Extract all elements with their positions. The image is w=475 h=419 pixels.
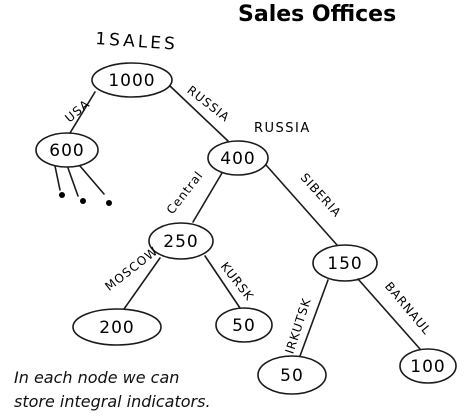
node-value-root: 1000 — [108, 71, 155, 91]
trailing-line — [54, 165, 61, 191]
ellipsis-dot — [59, 192, 65, 198]
ellipsis-dot — [106, 200, 112, 206]
node-barnaul — [399, 348, 457, 384]
side-label-russia: RUSSIA — [254, 121, 311, 136]
node-moscow — [72, 308, 162, 346]
edge-label-kursk: KURSK — [218, 259, 257, 303]
edge-siberia-irkutsk — [299, 279, 329, 357]
node-value-russia: 400 — [220, 149, 255, 169]
node-root — [91, 62, 173, 98]
node-usa — [35, 132, 99, 168]
edge-label-barnaul: BARNAUL — [382, 279, 434, 337]
caption: In each node we can store integral indic… — [14, 366, 314, 414]
node-value-barnaul: 100 — [410, 357, 445, 377]
node-value-central: 250 — [163, 232, 198, 252]
trailing-line — [79, 165, 105, 195]
edge-central-moscow — [123, 257, 161, 310]
edge-label-siberia: SIBERIA — [298, 171, 345, 221]
node-value-irkutsk: 50 — [280, 366, 304, 386]
edge-label-irkutsk: IRKUTSK — [283, 296, 314, 356]
root-label: 1SALES — [95, 29, 179, 55]
node-kursk — [215, 307, 273, 343]
node-russia — [207, 140, 269, 176]
node-value-moscow: 200 — [99, 318, 134, 338]
trailing-line — [67, 167, 79, 197]
edge-root-usa — [69, 91, 96, 134]
node-siberia — [312, 244, 378, 282]
edge-siberia-barnaul — [357, 278, 421, 350]
node-central — [148, 222, 214, 260]
node-value-usa: 600 — [49, 141, 84, 161]
node-irkutsk — [257, 355, 327, 395]
edge-russia-central — [192, 172, 223, 223]
edge-label-russia: RUSSIA — [184, 83, 232, 125]
edge-root-russia — [169, 85, 229, 142]
caption-line-2: store integral indicators. — [14, 392, 211, 411]
node-value-siberia: 150 — [327, 254, 362, 274]
ellipsis-dot — [80, 198, 86, 204]
edge-central-kursk — [204, 255, 241, 309]
edge-russia-siberia — [265, 164, 338, 246]
caption-line-1: In each node we can — [14, 368, 180, 387]
node-value-kursk: 50 — [232, 316, 256, 336]
page-title: Sales Offices — [238, 2, 397, 27]
